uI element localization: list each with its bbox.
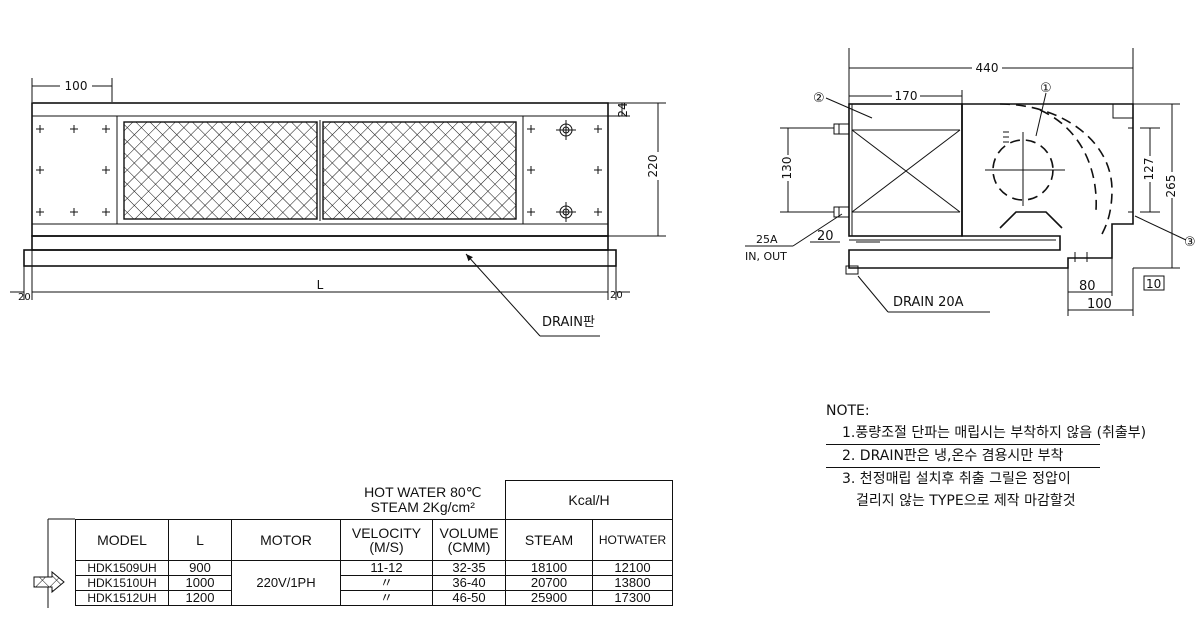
header-volume: VOLUME (CMM) [432,519,506,561]
notes-block: NOTE: 1.풍량조절 단파는 매립시는 부착하지 않음 (취출부) 2. D… [826,400,1186,512]
fan-housing [848,103,1134,269]
dim-127-text: 127 [1142,158,1156,181]
cell-steam: 18100 [505,560,593,576]
cell-steam: 20700 [505,575,593,591]
fastener-marks-left [36,125,110,216]
note-item-2: 2. DRAIN판은 냉,온수 겸용시만 부착 [826,444,1100,468]
note-item-3: 3. 천정매립 설치후 취출 그릴은 정압이 [842,471,1071,487]
header-steam: STEAM [505,519,593,561]
cell-volume: 46-50 [432,590,506,606]
pipe-inout-label: IN, OUT [745,250,787,263]
callout-2: ② [813,91,825,106]
pipe-size-label: 25A [756,233,778,246]
table-row: HDK1510UH 1000 〃 36-40 20700 13800 [75,575,673,591]
callout-1: ① [1040,81,1052,96]
drain-pan-label: DRAIN판 [542,315,595,330]
dim-130-text: 130 [780,157,794,180]
header-hotwater: HOTWATER [592,519,673,561]
motor-base [999,211,1063,229]
grille-left [123,121,318,220]
cell-hotwater: 12100 [592,560,673,576]
dim-24-text: 24 [616,102,630,117]
drain-pan [23,249,617,267]
dim-100-text: 100 [65,79,88,93]
condition-hot-water: HOT WATER 80℃ [364,483,482,500]
front-base-plate [31,235,609,251]
header-velocity: VELOCITY (M/S) [340,519,433,561]
cell-hotwater: 13800 [592,575,673,591]
note-item-4: 걸리지 않는 TYPE으로 제작 마감할것 [856,493,1076,509]
cell-model: HDK1509UH [75,560,169,576]
cell-l: 1000 [168,575,232,591]
cell-steam: 25900 [505,590,593,606]
header-l: L [168,519,232,561]
pipe-connection-bottom [556,202,576,222]
dim-440-text: 440 [976,61,999,75]
spec-table: HOT WATER 80℃ STEAM 2Kg/cm² Kcal/H MODEL… [75,480,673,606]
dim-left-20-text: 20 [18,292,31,303]
cell-volume: 36-40 [432,575,506,591]
cell-velocity: 〃 [340,575,433,591]
cell-model: HDK1510UH [75,575,169,591]
cell-motor: 220V/1PH [231,560,341,606]
side-view: 440 170 130 [745,48,1196,316]
cell-model: HDK1512UH [75,590,169,606]
conditions-cell: HOT WATER 80℃ STEAM 2Kg/cm² [340,480,506,520]
dim-80-text: 80 [1079,279,1096,294]
fastener-marks-right [527,125,602,216]
dim-265-text: 265 [1164,175,1178,198]
dim-100-side-text: 100 [1087,297,1112,312]
cell-volume: 32-35 [432,560,506,576]
cell-velocity: 〃 [340,590,433,606]
dim-10-text: 10 [1146,277,1161,291]
note-item-1: 1.풍량조절 단파는 매립시는 부착하지 않음 (취출부) [842,425,1147,441]
dim-L-text: L [317,278,324,292]
dim-right-20-text: 20 [610,290,623,301]
kcal-header: Kcal/H [505,480,673,520]
dim-170-text: 170 [895,89,918,103]
drain-fitting-label: DRAIN 20A [893,295,964,310]
notes-title: NOTE: [826,403,870,419]
dim-20-text: 20 [817,229,834,244]
cell-velocity: 11-12 [340,560,433,576]
cell-hotwater: 17300 [592,590,673,606]
table-row: HDK1509UH 900 220V/1PH 11-12 32-35 18100… [75,560,673,606]
cell-l: 1200 [168,590,232,606]
condition-steam: STEAM 2Kg/cm² [370,498,475,515]
grille-right [322,121,517,220]
pipe-connection-top [556,120,576,140]
cell-l: 900 [168,560,232,576]
front-view: 100 [10,78,666,337]
selected-model-arrow-icon [33,570,65,594]
header-motor: MOTOR [231,519,341,561]
dim-220-text: 220 [646,155,660,178]
header-model: MODEL [75,519,169,561]
callout-3: ③ [1184,235,1196,250]
table-row: HDK1512UH 1200 〃 46-50 25900 17300 [75,590,673,606]
scroll-dashed [999,103,1113,235]
